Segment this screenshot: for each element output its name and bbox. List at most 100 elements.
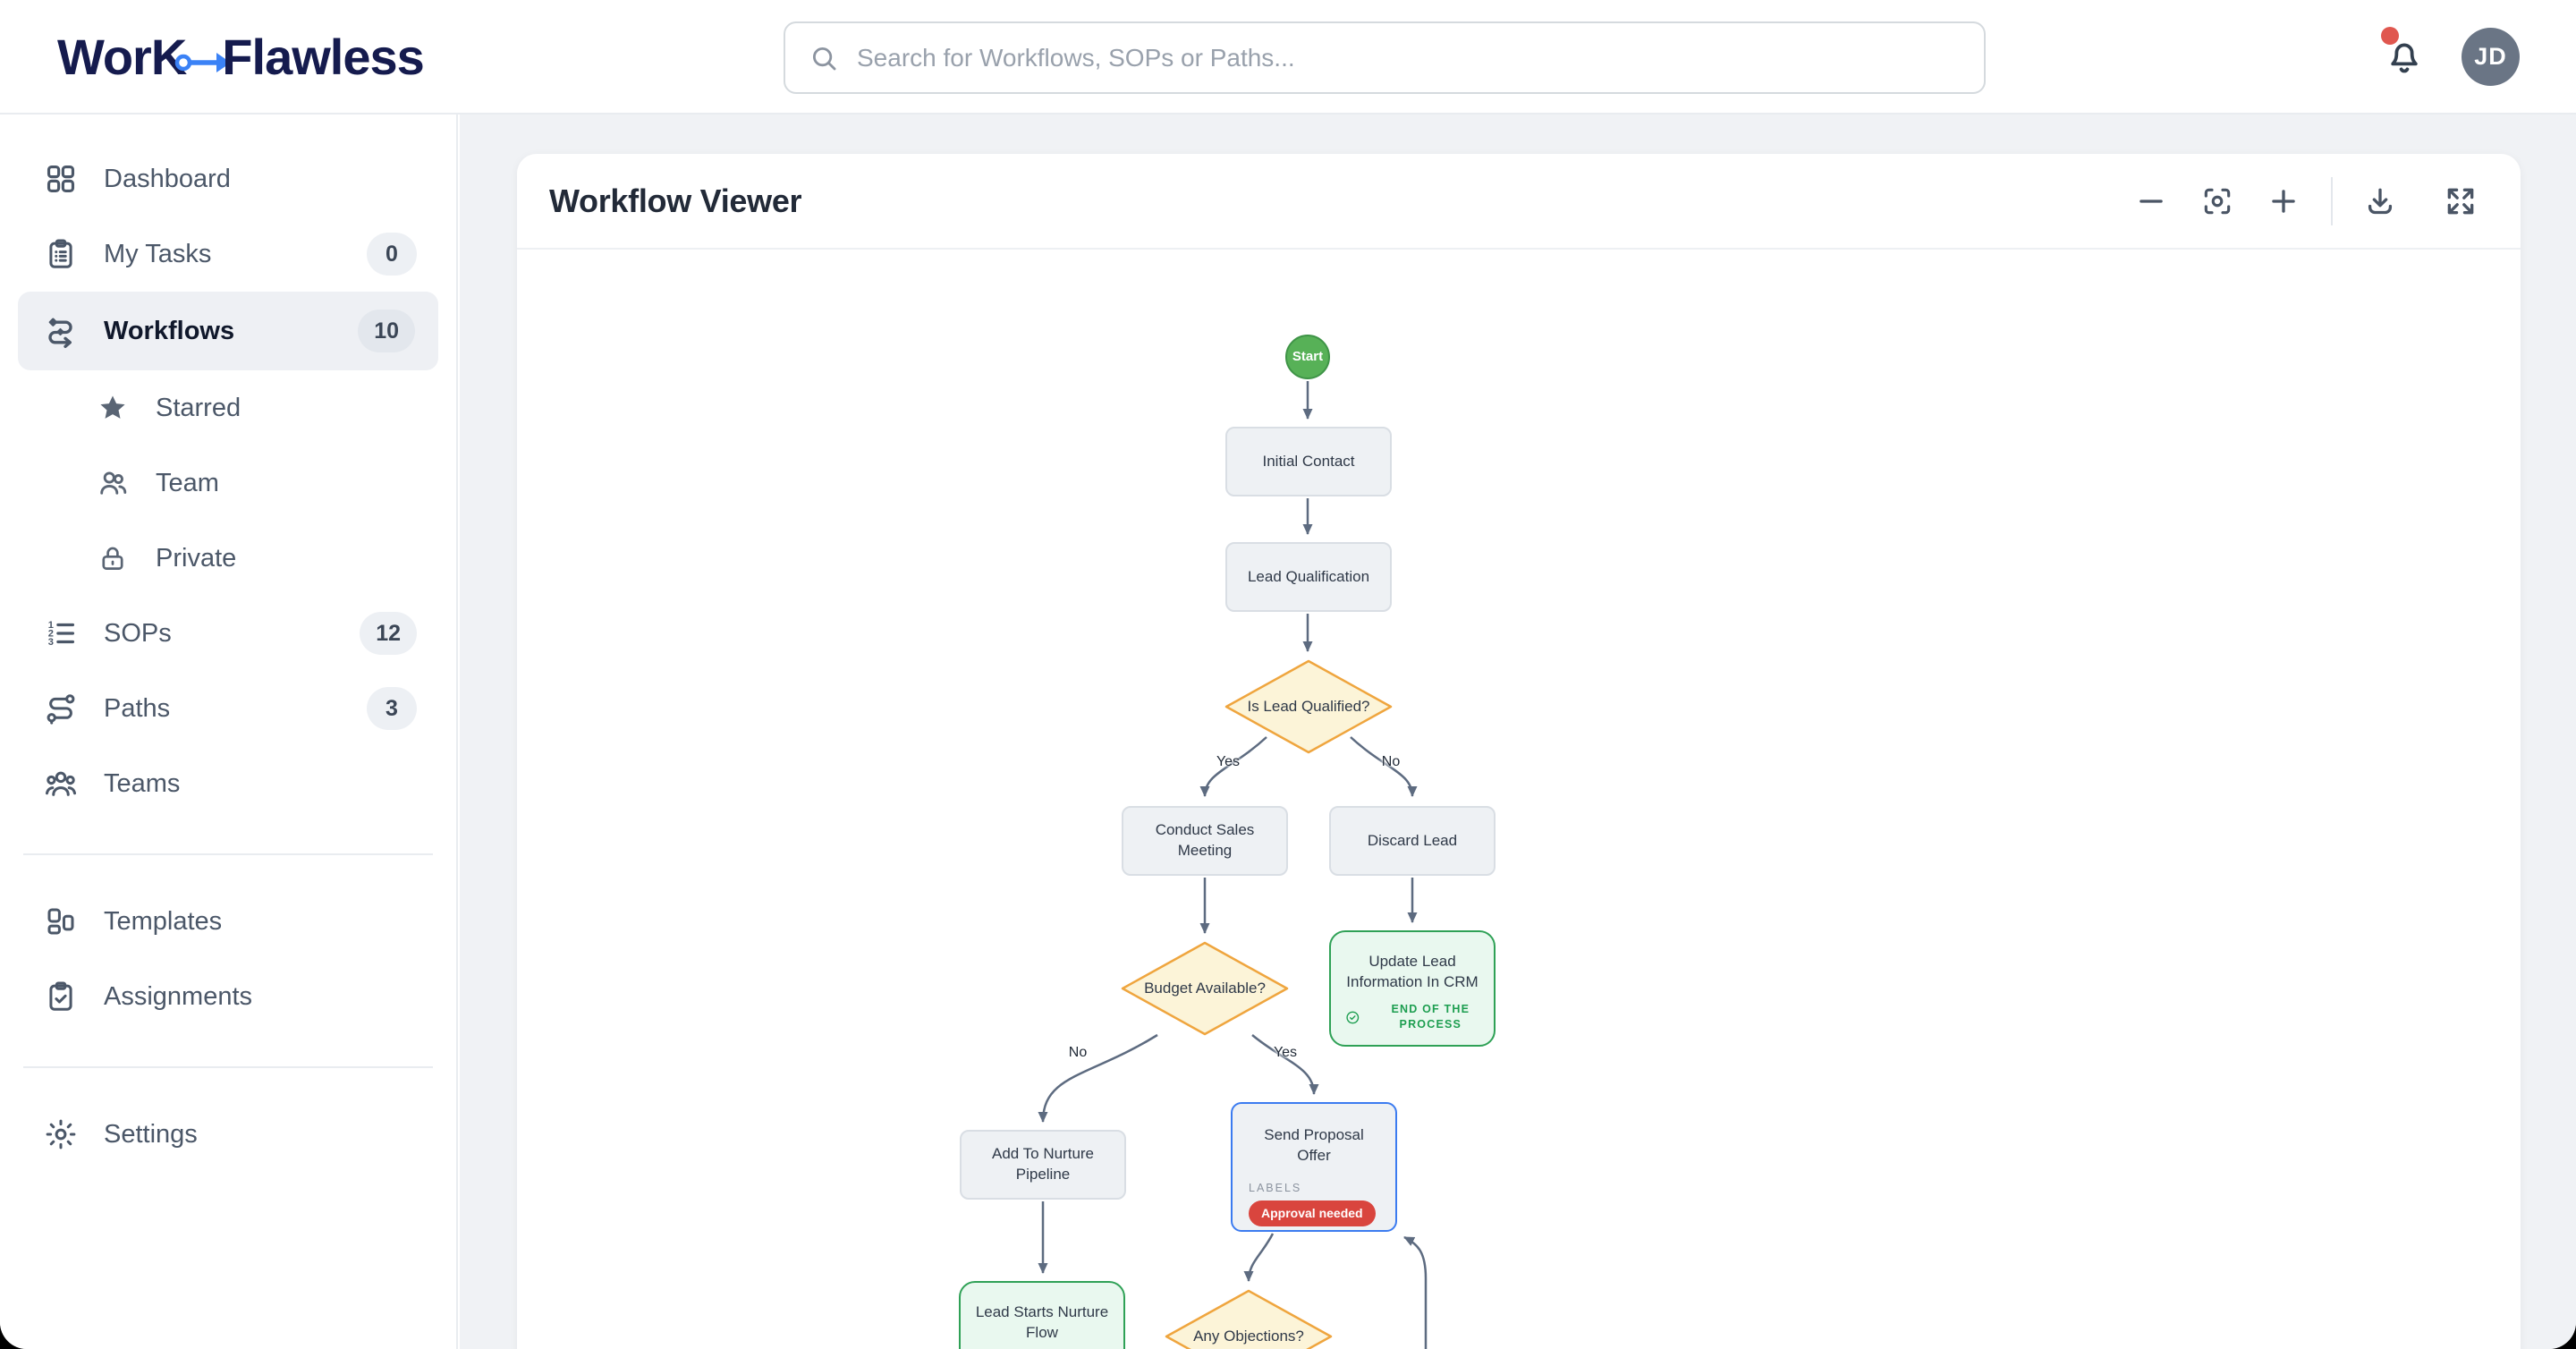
sidebar-item-label: Private <box>156 543 237 573</box>
zoom-in-button[interactable] <box>2263 181 2304 222</box>
flow-node-conduct-sales-meeting[interactable]: Conduct Sales Meeting <box>1122 806 1288 876</box>
sidebar-item-workflows[interactable]: Workflows 10 <box>18 292 438 370</box>
node-label: Initial Contact <box>1262 452 1355 470</box>
route-pins-icon <box>43 691 79 726</box>
sidebar-item-label: Templates <box>104 906 223 936</box>
gear-icon <box>43 1116 79 1152</box>
zoom-out-button[interactable] <box>2131 181 2172 222</box>
edge-label-yes: Yes <box>1216 754 1241 769</box>
sidebar: Dashboard My Tasks 0 Workflows 10 Starre… <box>0 115 458 1349</box>
flow-node-lead-qualification[interactable]: Lead Qualification <box>1225 542 1392 612</box>
logo-text-part1: Wor <box>57 28 152 85</box>
workflow-route-icon <box>43 313 79 349</box>
sidebar-item-label: SOPs <box>104 618 172 648</box>
sidebar-item-label: Dashboard <box>104 164 231 193</box>
end-of-process-label: END OF THE PROCESS <box>1391 1003 1470 1031</box>
sidebar-divider <box>23 1066 433 1068</box>
search-icon <box>812 47 836 70</box>
global-search <box>784 21 1986 94</box>
sidebar-item-teams[interactable]: Teams <box>0 746 456 821</box>
flow-node-lead-starts-nurture[interactable]: Lead Starts Nurture Flow <box>959 1281 1125 1349</box>
sidebar-item-paths[interactable]: Paths 3 <box>0 671 456 746</box>
sidebar-item-my-tasks[interactable]: My Tasks 0 <box>0 216 456 292</box>
clipboard-list-icon <box>43 236 79 272</box>
flow-node-start[interactable]: Start <box>1285 335 1330 379</box>
main-area: Workflow Viewer <box>460 115 2576 1349</box>
flow-node-add-to-nurture[interactable]: Add To Nurture Pipeline <box>960 1130 1126 1200</box>
diamond-shape <box>1121 941 1289 1036</box>
flow-edges <box>1038 381 1428 1349</box>
clipboard-check-icon <box>43 979 79 1014</box>
sidebar-item-label: My Tasks <box>104 239 212 268</box>
node-label: Any Objections? <box>1193 1327 1304 1345</box>
download-button[interactable] <box>2360 181 2401 222</box>
page-title: Workflow Viewer <box>549 182 802 219</box>
sidebar-item-label: Workflows <box>104 316 235 345</box>
my-tasks-badge: 0 <box>367 233 417 276</box>
avatar[interactable]: JD <box>2462 28 2520 86</box>
flow-canvas[interactable]: Start Initial Contact Lead Qualification… <box>517 250 2521 1349</box>
viewer-header: Workflow Viewer <box>517 154 2521 250</box>
sidebar-divider <box>23 853 433 855</box>
node-label: Update Lead Information In CRM <box>1346 953 1479 990</box>
toolbar-divider <box>2331 176 2333 225</box>
search-input[interactable] <box>857 43 1961 72</box>
paths-badge: 3 <box>367 687 417 730</box>
bell-icon <box>2391 43 2418 72</box>
users-icon <box>95 465 131 501</box>
sidebar-item-team[interactable]: Team <box>0 445 456 521</box>
flow-node-update-lead-crm[interactable]: Update Lead Information In CRM END OF TH… <box>1329 930 1496 1047</box>
node-label: Conduct Sales Meeting <box>1155 821 1255 859</box>
avatar-initials: JD <box>2474 43 2507 70</box>
node-label: Add To Nurture Pipeline <box>991 1145 1095 1183</box>
diamond-shape <box>1165 1289 1333 1349</box>
edge-label-no: No <box>1068 1045 1088 1060</box>
sidebar-item-label: Settings <box>104 1119 198 1149</box>
sidebar-item-label: Assignments <box>104 981 253 1011</box>
sidebar-item-starred[interactable]: Starred <box>0 370 456 445</box>
templates-icon <box>43 904 79 939</box>
approval-needed-chip: Approval needed <box>1249 1201 1376 1226</box>
edge-label-no: No <box>1381 754 1401 769</box>
fullscreen-button[interactable] <box>2440 181 2481 222</box>
notifications-button[interactable] <box>2377 27 2431 84</box>
flow-node-budget-available[interactable]: Budget Available? <box>1120 941 1290 1036</box>
node-label: Lead Starts Nurture Flow <box>975 1303 1109 1341</box>
svg-text:2: 2 <box>48 629 54 640</box>
fit-view-button[interactable] <box>2197 181 2238 222</box>
flow-node-initial-contact[interactable]: Initial Contact <box>1225 427 1392 496</box>
sidebar-item-label: Starred <box>156 393 242 422</box>
sidebar-item-label: Team <box>156 468 219 497</box>
flow-node-any-objections[interactable]: Any Objections? <box>1164 1289 1334 1349</box>
node-label: Lead Qualification <box>1247 567 1370 585</box>
logo-text-part3: Flawless <box>222 28 424 85</box>
workflows-badge: 10 <box>358 310 415 352</box>
sidebar-item-settings[interactable]: Settings <box>0 1097 456 1172</box>
flow-node-discard-lead[interactable]: Discard Lead <box>1329 806 1496 876</box>
svg-text:3: 3 <box>48 637 54 648</box>
lock-icon <box>95 540 131 576</box>
labels-caption: LABELS <box>1249 1182 1302 1194</box>
edge-label-yes: Yes <box>1273 1045 1298 1060</box>
start-label: Start <box>1292 348 1324 364</box>
star-icon <box>95 390 131 426</box>
sops-badge: 12 <box>360 612 417 655</box>
notification-dot <box>2381 27 2399 45</box>
sidebar-item-dashboard[interactable]: Dashboard <box>0 141 456 216</box>
sidebar-item-private[interactable]: Private <box>0 521 456 596</box>
svg-text:1: 1 <box>48 620 54 631</box>
node-label: Discard Lead <box>1367 831 1458 849</box>
flow-node-send-proposal[interactable]: Send Proposal Offer LABELS Approval need… <box>1231 1102 1397 1232</box>
sidebar-item-assignments[interactable]: Assignments <box>0 959 456 1034</box>
grid-icon <box>43 161 79 197</box>
flow-node-is-lead-qualified[interactable]: Is Lead Qualified? <box>1224 659 1394 754</box>
sidebar-item-templates[interactable]: Templates <box>0 884 456 959</box>
end-of-process-row: END OF THE PROCESS <box>1345 1002 1494 1032</box>
node-label: Send Proposal Offer <box>1264 1126 1364 1164</box>
node-label: Is Lead Qualified? <box>1247 697 1370 715</box>
